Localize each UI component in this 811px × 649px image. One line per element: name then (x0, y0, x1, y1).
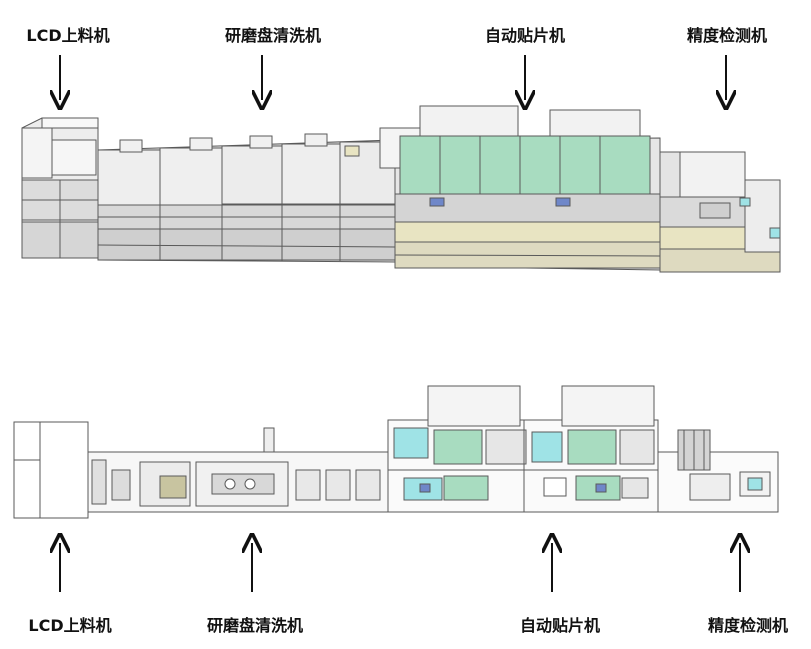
bottom-label-precision-inspector: 精度检测机 (707, 616, 789, 635)
isometric-machine-view (21, 105, 781, 273)
plan-machine-view (13, 385, 779, 519)
bottom-label-grinding-cleaner: 研磨盘清洗机 (206, 616, 304, 635)
bottom-label-lcd-loader: LCD上料机 (28, 616, 112, 635)
iso-precision-inspector (659, 151, 781, 273)
plan-auto-mounter (387, 385, 659, 513)
iso-grinding-cleaner (97, 133, 396, 263)
top-label-precision-inspector: 精度检测机 (686, 26, 768, 45)
plan-precision-inspector (657, 429, 779, 513)
plan-lcd-loader (13, 421, 89, 519)
top-arrows (60, 55, 726, 100)
iso-lcd-loader (21, 117, 99, 259)
plan-grinding-cleaner (87, 427, 389, 513)
bottom-arrows (60, 543, 740, 592)
top-label-lcd-loader: LCD上料机 (26, 26, 110, 45)
iso-auto-mounter (379, 105, 661, 271)
top-label-grinding-cleaner: 研磨盘清洗机 (224, 26, 322, 45)
bottom-label-auto-mounter: 自动贴片机 (519, 616, 601, 635)
top-label-auto-mounter: 自动贴片机 (484, 26, 566, 45)
